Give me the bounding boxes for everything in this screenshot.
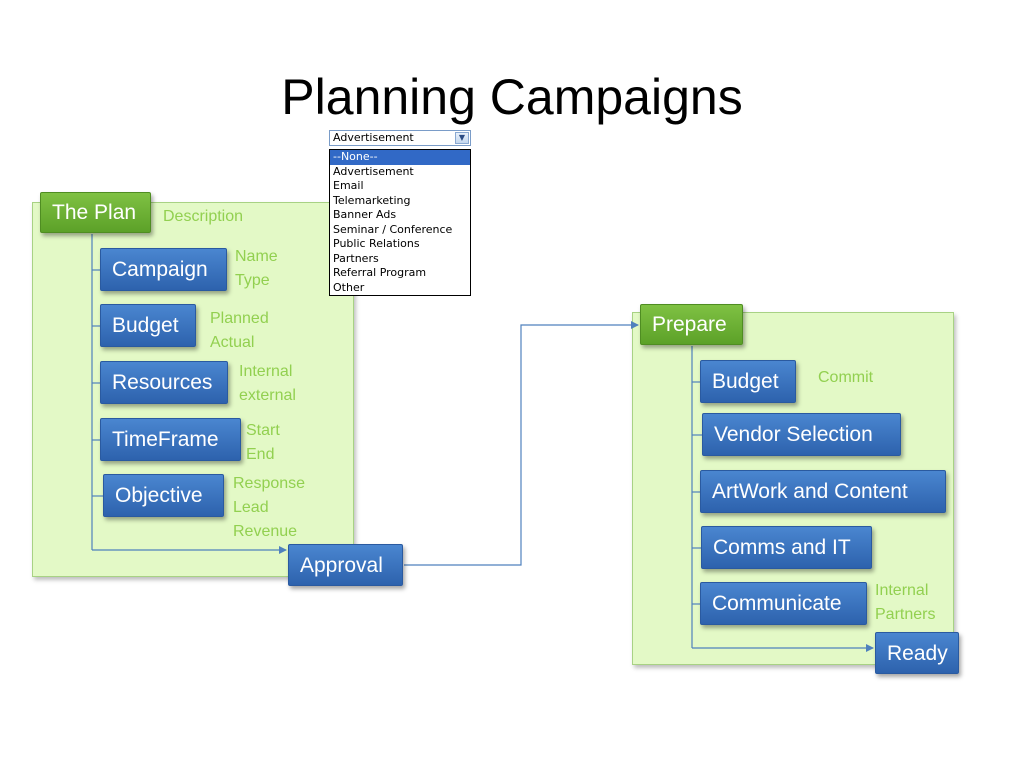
note-prepare-budget: Commit <box>818 369 874 386</box>
type-dropdown[interactable]: Advertisement ▼ --None-- Advertisement E… <box>329 130 471 296</box>
dropdown-option-seminar[interactable]: Seminar / Conference <box>333 222 453 236</box>
approval-to-prepare-arrow <box>404 321 639 566</box>
node-budget: Budget <box>100 304 196 347</box>
page-title: Planning Campaigns <box>281 69 743 125</box>
node-the-plan: The Plan <box>40 192 151 233</box>
dropdown-option-other[interactable]: Other <box>333 280 365 294</box>
node-comms-it: Comms and IT <box>701 526 872 569</box>
chevron-down-icon[interactable]: ▼ <box>455 132 469 144</box>
type-dropdown-box[interactable]: Advertisement ▼ <box>329 130 471 146</box>
node-timeframe: TimeFrame <box>100 418 241 461</box>
note-description: Description <box>163 208 244 225</box>
node-vendor-selection: Vendor Selection <box>702 413 901 456</box>
dropdown-option-partners[interactable]: Partners <box>333 251 379 265</box>
node-objective: Objective <box>103 474 224 517</box>
type-dropdown-value: Advertisement <box>333 131 414 144</box>
node-communicate: Communicate <box>700 582 867 625</box>
node-prepare: Prepare <box>640 304 743 345</box>
dropdown-option-telemarketing[interactable]: Telemarketing <box>333 193 411 207</box>
node-approval: Approval <box>288 544 403 586</box>
dropdown-option-public-relations[interactable]: Public Relations <box>333 237 420 250</box>
node-resources: Resources <box>100 361 228 404</box>
dropdown-option-email[interactable]: Email <box>333 179 364 192</box>
dropdown-option-advertisement[interactable]: Advertisement <box>333 164 414 178</box>
node-campaign: Campaign <box>100 248 227 291</box>
dropdown-option-none[interactable]: --None-- <box>330 150 470 165</box>
node-prepare-budget: Budget <box>700 360 796 403</box>
dropdown-option-banner-ads[interactable]: Banner Ads <box>333 208 397 221</box>
node-ready: Ready <box>875 632 959 674</box>
dropdown-option-referral-program[interactable]: Referral Program <box>333 266 427 279</box>
node-artwork-content: ArtWork and Content <box>700 470 946 513</box>
type-dropdown-list: --None-- Advertisement Email Telemarketi… <box>329 149 471 296</box>
